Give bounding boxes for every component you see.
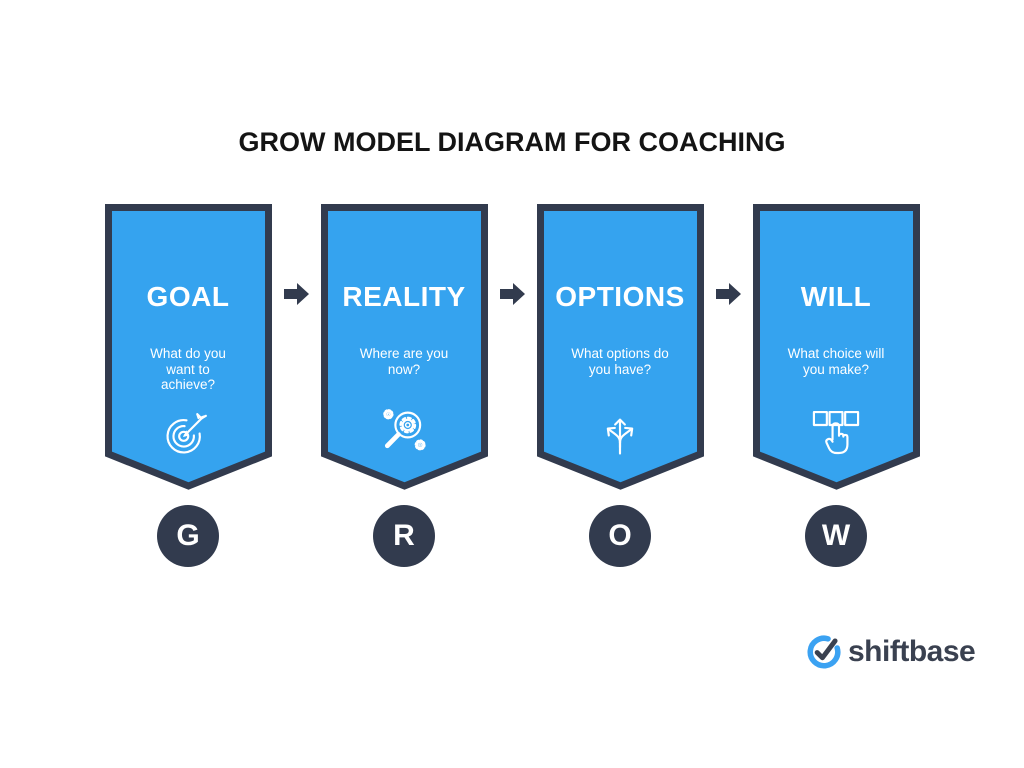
stage-letter-badge: R xyxy=(373,505,435,567)
stage-question-line: you make? xyxy=(802,361,870,377)
flow-arrow-icon xyxy=(283,283,309,305)
flow-arrow-icon xyxy=(715,283,741,305)
stage-question-line: you have? xyxy=(588,361,652,377)
stage-title: REALITY xyxy=(342,281,466,312)
banner-pennant-shape xyxy=(536,204,704,490)
stage-letter-badge: G xyxy=(157,505,219,567)
stage-question-line: What do you xyxy=(150,346,226,361)
stage-question-line: want to xyxy=(166,361,210,377)
click-choice-icon xyxy=(808,404,864,460)
magnifier-gears-icon xyxy=(376,404,432,460)
banner-pennant-shape xyxy=(752,204,920,490)
page-title: GROW MODEL DIAGRAM FOR COACHING xyxy=(238,127,786,157)
banner-pennant-shape xyxy=(320,204,488,490)
stage-title: GOAL xyxy=(146,281,230,312)
stage-letter-badge: W xyxy=(805,505,867,567)
stage-question-line: achieve? xyxy=(160,377,216,392)
shiftbase-logo-text: shiftbase xyxy=(848,635,976,668)
stage-letter-badge: O xyxy=(589,505,651,567)
target-dart-icon xyxy=(160,404,216,460)
stage-question-line: What choice will xyxy=(787,346,885,361)
shiftbase-logo: shiftbase xyxy=(806,633,976,671)
stage-question-line: Where are you xyxy=(359,346,449,361)
banner-pennant-shape xyxy=(104,204,272,490)
flow-arrow-icon xyxy=(499,283,525,305)
stage-question-line: now? xyxy=(387,361,421,377)
stage-title: WILL xyxy=(800,281,872,312)
branching-arrows-icon xyxy=(592,404,648,460)
stage-question-line: What options do xyxy=(571,346,669,361)
stage-title: OPTIONS xyxy=(555,281,685,312)
shiftbase-check-icon xyxy=(807,635,841,669)
